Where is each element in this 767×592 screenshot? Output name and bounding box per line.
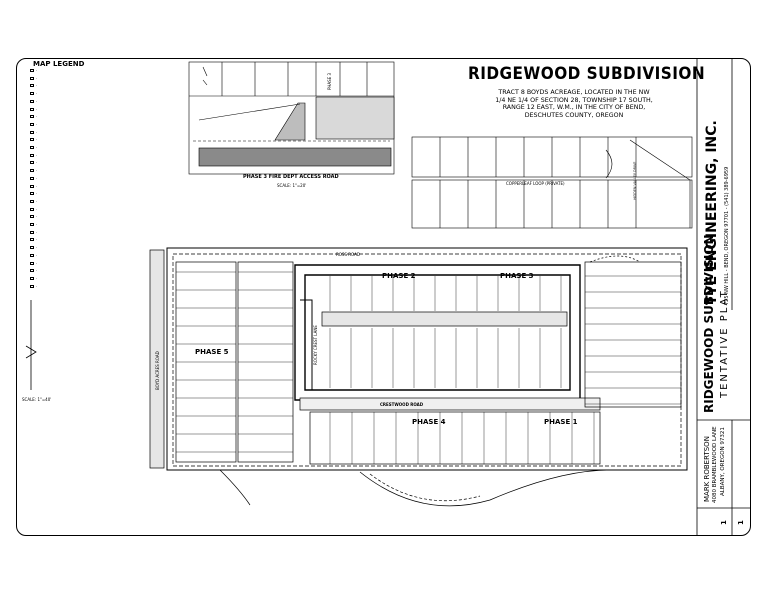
legend-item: -	[36, 91, 38, 96]
legend-item: -	[36, 152, 38, 157]
copperleaf-loop-label: COPPERLEAF LOOP (PRIVATE)	[506, 181, 565, 186]
legend-item: -	[36, 183, 38, 188]
legend-symbol	[30, 107, 34, 111]
lot-grid	[176, 271, 681, 464]
legend-symbol	[30, 184, 34, 188]
legend-item: -	[36, 237, 38, 242]
subdivision-plan	[149, 247, 688, 507]
legend-item: -	[36, 275, 38, 280]
firm-address: 725 NW HILL - BEND, OREGON 97701 - (541)…	[724, 166, 730, 305]
legend-symbol	[30, 153, 34, 157]
detail-phase-label: PHASE 3	[327, 72, 332, 90]
owner-address-2: ALBANY, OREGON 97321	[720, 427, 726, 496]
legend-item: -	[36, 191, 38, 196]
legend-item: -	[36, 160, 38, 165]
legend-symbol	[30, 284, 34, 288]
sheet-of: 1	[737, 520, 745, 525]
boyd-acres-road-label: BOYD ACRES ROAD	[155, 351, 160, 390]
legend-symbol	[30, 76, 34, 80]
legend-item: -	[36, 168, 38, 173]
legend-symbol	[30, 146, 34, 149]
plan-scale: SCALE: 1"=40'	[22, 397, 52, 402]
legend-symbol	[30, 199, 34, 203]
subdivision-title: RIDGEWOOD SUBDIVISION	[468, 64, 706, 84]
legend-item: -	[36, 175, 38, 180]
legend-item: -	[36, 145, 38, 149]
phase-5-label: PHASE 5	[195, 348, 229, 356]
legend-item: -	[36, 114, 38, 119]
legend-item: -	[36, 245, 38, 250]
legend-item: -	[36, 260, 38, 265]
legal-description: TRACT 8 BOYDS ACREAGE, LOCATED IN THE NW…	[495, 89, 653, 119]
legend-symbol	[30, 92, 34, 96]
ross-road-label: ROSS ROAD	[336, 252, 360, 257]
upper-lots	[411, 136, 693, 229]
legend-item: -	[36, 83, 38, 88]
fire-access-detail	[188, 61, 395, 175]
sheet-type: TENTATIVE PLAT	[719, 289, 730, 398]
north-arrow-icon	[25, 300, 37, 390]
legend-symbol	[30, 192, 34, 196]
legend-symbol	[30, 269, 34, 273]
legend-symbol	[30, 99, 34, 103]
phase-3-label: PHASE 3	[500, 272, 534, 280]
legend-item: -	[36, 222, 38, 226]
legend-item: -	[36, 283, 38, 288]
legend-item: -	[36, 206, 38, 211]
legend-item: -	[36, 214, 38, 219]
side-title-block	[696, 58, 751, 536]
legend-symbol	[30, 84, 34, 88]
phase-2-label: PHASE 2	[382, 272, 416, 280]
project-name: RIDGEWOOD SUBDIVISION	[702, 234, 716, 413]
hidden-valley-drive-label: HIDDEN VALLEY DRIVE	[633, 161, 637, 200]
legend-symbol	[30, 169, 34, 173]
legend-symbol	[30, 276, 34, 280]
legend-item: -	[36, 229, 38, 234]
legend-symbol	[30, 223, 34, 226]
detail-caption: PHASE 3 FIRE DEPT ACCESS ROAD	[243, 174, 339, 180]
legend-symbol	[30, 138, 34, 142]
legend-symbol	[30, 115, 34, 119]
legend-symbol	[30, 215, 34, 219]
plat-sheet-border	[16, 58, 751, 536]
legend-symbol	[30, 176, 34, 180]
owner-name: MARK ROBERTSON	[703, 436, 711, 502]
phase-4-label: PHASE 4	[412, 418, 446, 426]
legend-title: MAP LEGEND	[33, 60, 85, 68]
legend-symbol	[30, 122, 34, 126]
legend-item: -	[36, 106, 38, 111]
phase-1-label: PHASE 1	[544, 418, 578, 426]
legend-item: -	[36, 75, 38, 80]
legend-symbol	[30, 238, 34, 242]
crestwood-road-label: CRESTWOOD ROAD	[380, 402, 424, 407]
legend-symbol	[30, 261, 34, 265]
legend-item: -	[36, 121, 38, 126]
legend-item: -	[36, 198, 38, 203]
legend-symbol	[30, 246, 34, 250]
rocky-crest-lane-label: ROCKY CREST LANE	[313, 325, 318, 365]
legend-item: -	[36, 129, 38, 134]
legend-symbol	[30, 161, 34, 165]
sheet-number: 1	[720, 520, 728, 525]
legend-item: -	[36, 252, 38, 257]
legend-symbol	[30, 130, 34, 134]
legend-symbol	[30, 207, 34, 211]
legend-symbol	[30, 230, 34, 234]
detail-scale: SCALE: 1"=20'	[277, 183, 307, 188]
owner-address-1: 4080 BRAMBLEWOOD LANE	[712, 426, 718, 503]
legend-item: -	[36, 268, 38, 273]
legend-symbol	[30, 69, 34, 72]
legend-item: -	[36, 137, 38, 142]
legend-symbol	[30, 253, 34, 257]
legend-item: -	[36, 68, 38, 72]
legend-item: -	[36, 98, 38, 103]
